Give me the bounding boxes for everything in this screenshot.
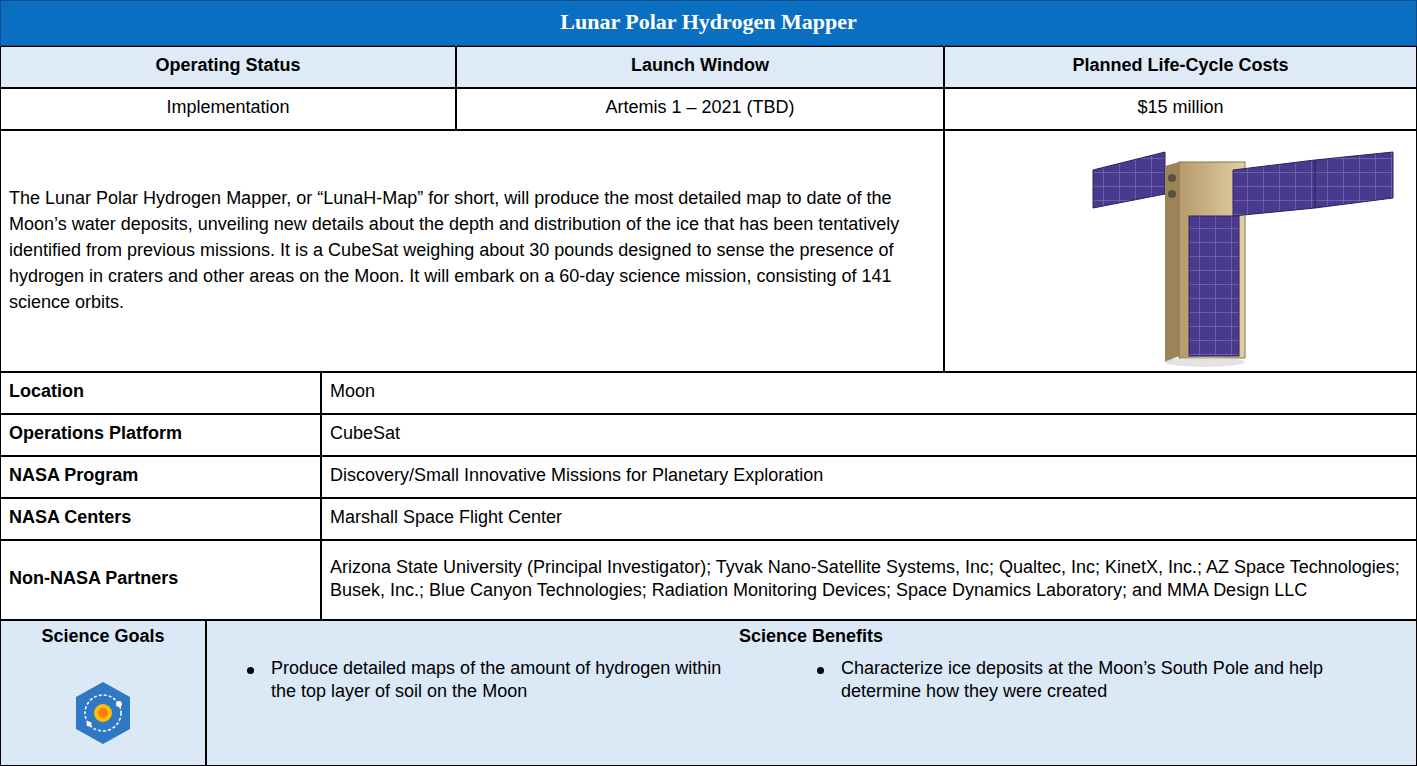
description-cell: The Lunar Polar Hydrogen Mapper, or “Lun…	[0, 130, 944, 372]
row-value: CubeSat	[330, 422, 1408, 445]
science-benefits-cell: Science BenefitsProduce detailed maps of…	[206, 620, 1417, 766]
row-value: Arizona State University (Principal Inve…	[330, 556, 1408, 603]
value-text: Artemis 1 – 2021 (TBD)	[461, 96, 939, 119]
row-label: Location	[9, 380, 314, 403]
science-benefits-text: Science Benefits	[211, 625, 1411, 648]
header-cell: Planned Life-Cycle Costs	[944, 46, 1417, 88]
row-label-cell: Operations Platform	[0, 414, 321, 456]
row-value-cell: Discovery/Small Innovative Missions for …	[321, 456, 1417, 498]
header-text: Planned Life-Cycle Costs	[949, 54, 1412, 77]
value-cell: $15 million	[944, 88, 1417, 130]
row-label: NASA Centers	[9, 506, 314, 529]
bullet-text: Produce detailed maps of the amount of h…	[271, 657, 741, 704]
cubesat-illustration	[943, 130, 1415, 372]
header-cell: Operating Status	[0, 46, 456, 88]
value-cell: Artemis 1 – 2021 (TBD)	[456, 88, 944, 130]
row-value: Moon	[330, 380, 1408, 403]
row-value: Discovery/Small Innovative Missions for …	[330, 464, 1408, 487]
bullet-dot	[817, 667, 824, 674]
row-label-cell: Non-NASA Partners	[0, 540, 321, 620]
row-label-cell: Location	[0, 372, 321, 414]
value-text: Implementation	[5, 96, 451, 119]
value-cell: Implementation	[0, 88, 456, 130]
header-text: Launch Window	[461, 54, 939, 77]
row-label: Non-NASA Partners	[9, 567, 314, 590]
description-text: The Lunar Polar Hydrogen Mapper, or “Lun…	[9, 185, 929, 315]
science-icon	[72, 680, 134, 746]
header-cell: Launch Window	[456, 46, 944, 88]
header-text: Operating Status	[5, 54, 451, 77]
row-value: Marshall Space Flight Center	[330, 506, 1408, 529]
row-value-cell: Moon	[321, 372, 1417, 414]
row-value-cell: Arizona State University (Principal Inve…	[321, 540, 1417, 620]
value-text: $15 million	[949, 96, 1412, 119]
science-goals-text: Science Goals	[5, 625, 201, 648]
bullet-text: Characterize ice deposits at the Moon’s …	[841, 657, 1401, 704]
row-label-cell: NASA Program	[0, 456, 321, 498]
row-label-cell: NASA Centers	[0, 498, 321, 540]
row-label: Operations Platform	[9, 422, 314, 445]
row-label: NASA Program	[9, 464, 314, 487]
title-text: Lunar Polar Hydrogen Mapper	[1, 8, 1416, 37]
title-bar: Lunar Polar Hydrogen Mapper	[0, 0, 1417, 46]
bullet-dot	[247, 667, 254, 674]
row-value-cell: CubeSat	[321, 414, 1417, 456]
row-value-cell: Marshall Space Flight Center	[321, 498, 1417, 540]
